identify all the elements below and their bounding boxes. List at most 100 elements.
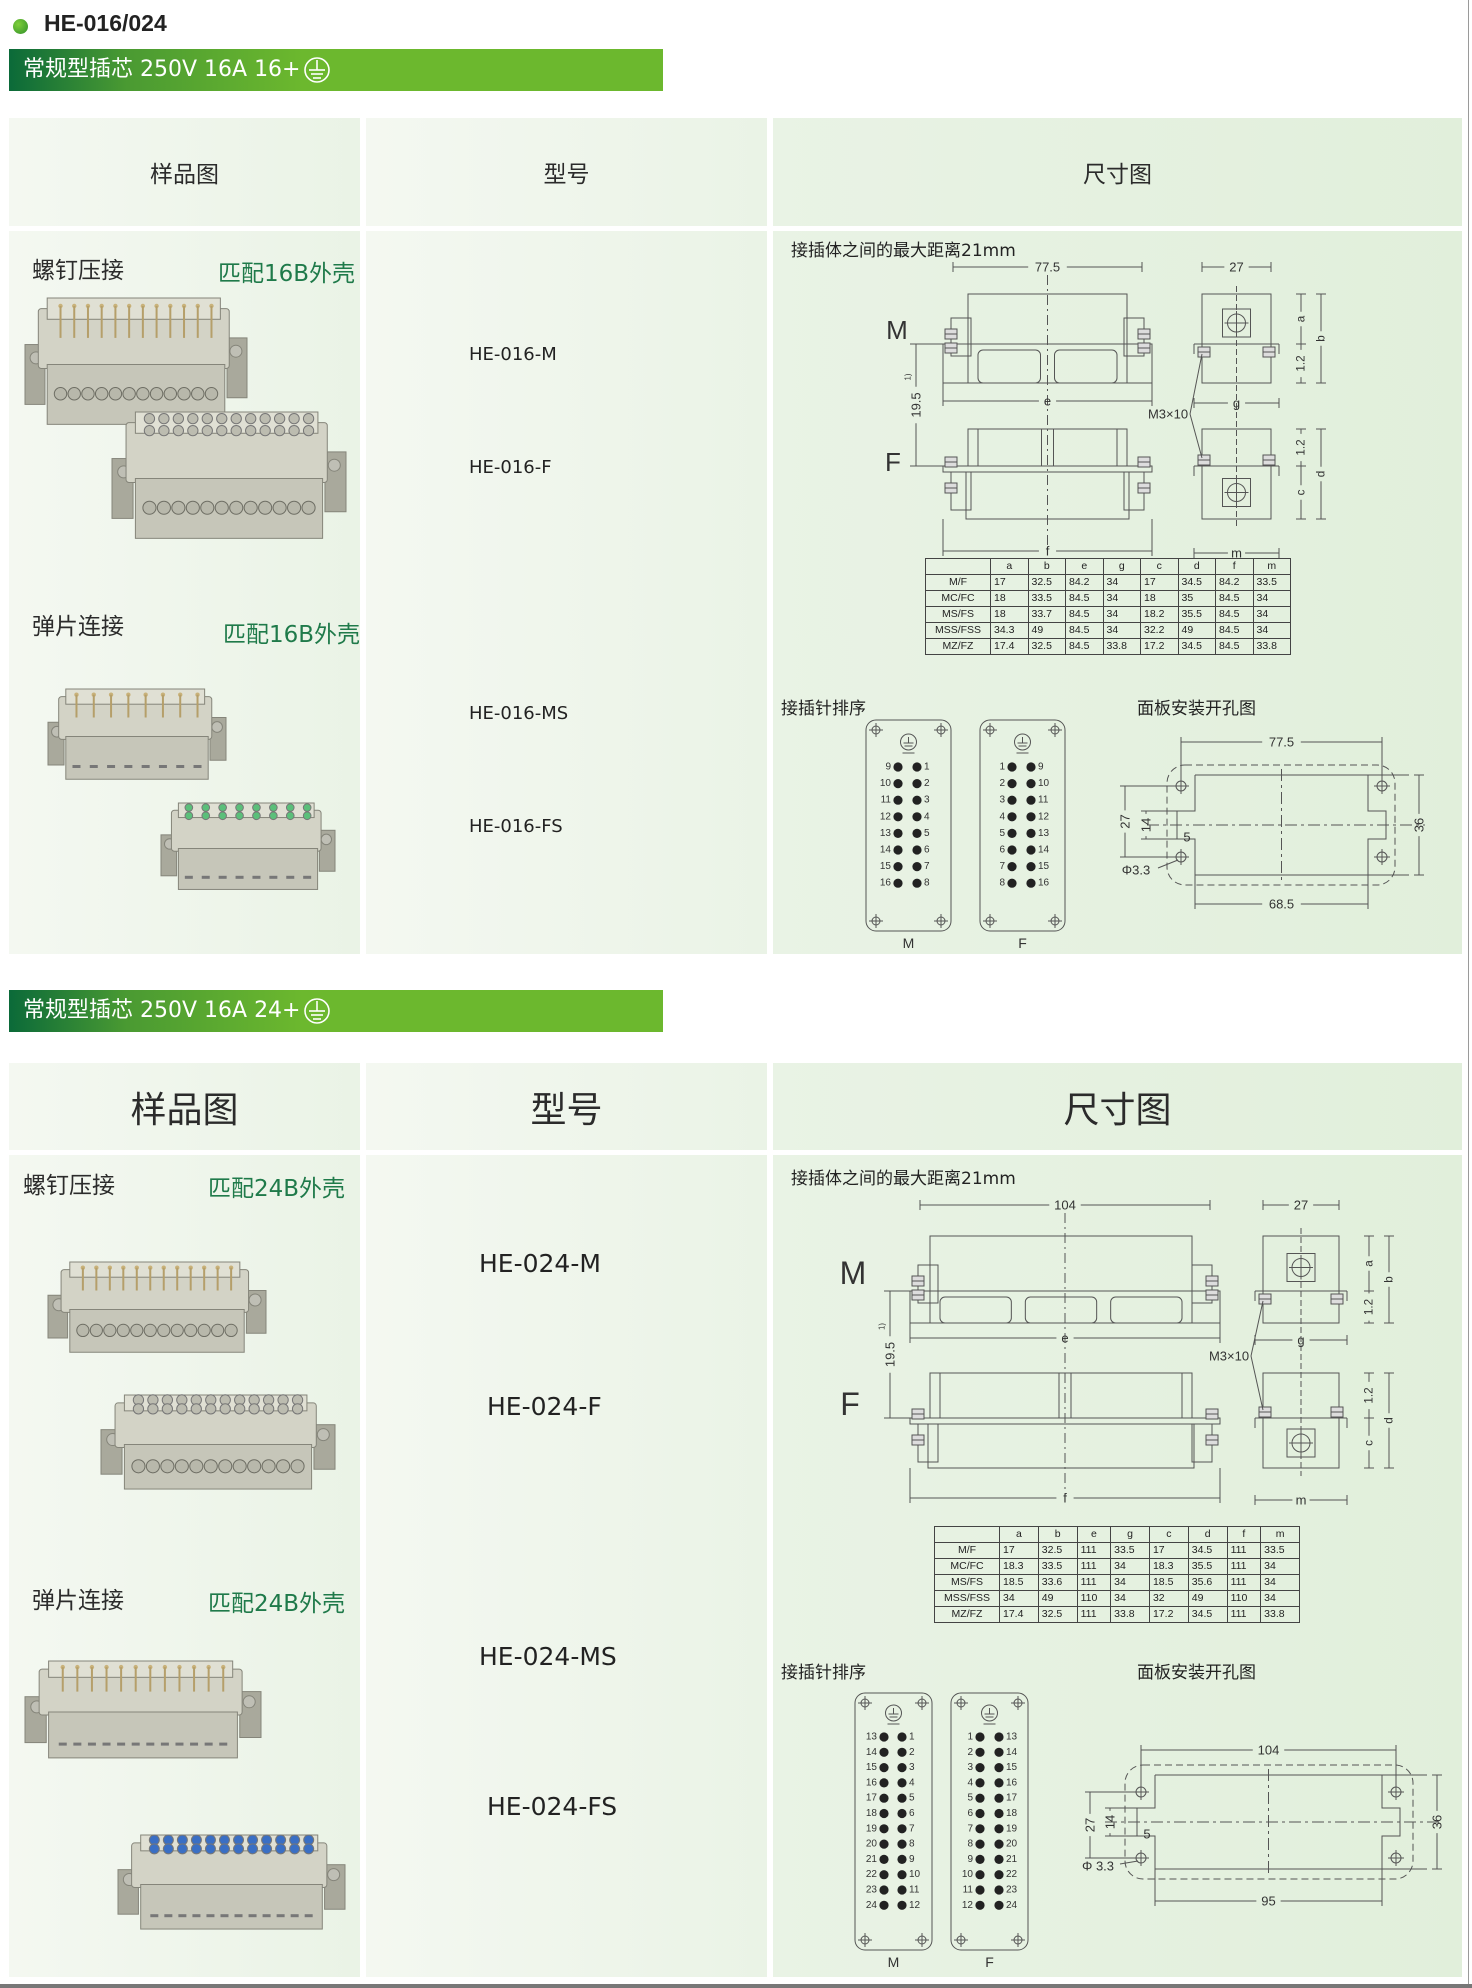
table-cell: 17 <box>1148 1542 1189 1559</box>
spring-housing-match: 匹配16B外壳 <box>223 622 361 648</box>
table-cell: 17.4 <box>990 638 1029 655</box>
table-cell: 111 <box>1226 1574 1262 1591</box>
header-model: 型号 <box>366 1063 767 1150</box>
table-cell: m <box>1252 558 1291 575</box>
table-cell: 49 <box>1037 1590 1078 1607</box>
section-banner-24: 常规型插芯 250V 16A 24+ <box>9 990 663 1032</box>
header-label: 尺寸图 <box>1063 1089 1172 1131</box>
model-he-024-m: HE-024-M <box>479 1249 601 1278</box>
table-cell: 84.5 <box>1065 638 1104 655</box>
table-cell: 32 <box>1148 1590 1189 1607</box>
table-cell: f <box>1226 1526 1262 1543</box>
table-cell: 35.6 <box>1187 1574 1228 1591</box>
table-cell: 111 <box>1226 1542 1262 1559</box>
pin-layout-title: 接插针排序 <box>781 1663 866 1683</box>
table-cell: 34.5 <box>1177 574 1216 591</box>
table-cell: 84.5 <box>1065 606 1104 623</box>
header-dimension: 尺寸图 <box>773 1063 1462 1150</box>
table-cell: 18.5 <box>1148 1574 1189 1591</box>
table-cell: e <box>1065 558 1104 575</box>
header-label: 样品图 <box>130 1089 239 1131</box>
model-he-024-ms: HE-024-MS <box>479 1642 617 1671</box>
max-distance-note: 接插体之间的最大距离21mm <box>791 1169 1016 1189</box>
table-cell: e <box>1076 1526 1112 1543</box>
table-cell: c <box>1140 558 1179 575</box>
table-cell: 34 <box>1102 606 1141 623</box>
table-cell: 33.8 <box>1102 638 1141 655</box>
row-label: MS/FS <box>934 1574 1000 1591</box>
table-cell: 84.2 <box>1065 574 1104 591</box>
pin-layout-title: 接插针排序 <box>781 699 866 719</box>
table-cell: 35 <box>1177 590 1216 607</box>
model-cell <box>366 231 767 954</box>
table-cell: 34 <box>1102 590 1141 607</box>
table-cell: b <box>1027 558 1066 575</box>
row-label <box>925 558 991 575</box>
table-cell: 17 <box>1140 574 1179 591</box>
ground-circle-icon <box>303 998 330 1024</box>
table-cell: g <box>1102 558 1141 575</box>
header-dimension: 尺寸图 <box>773 118 1462 226</box>
page-edge-divider <box>1468 0 1469 1988</box>
table-cell: 33.5 <box>1110 1542 1150 1559</box>
table-cell: c <box>1148 1526 1189 1543</box>
ground-circle-icon <box>303 57 330 83</box>
table-cell: 111 <box>1076 1606 1112 1623</box>
table-cell: 17.4 <box>999 1606 1039 1623</box>
screw-housing-match: 匹配16B外壳 <box>218 261 356 287</box>
table-cell: 84.5 <box>1065 590 1104 607</box>
table-cell: 110 <box>1076 1590 1112 1607</box>
spring-connection-label: 弹片连接 <box>32 1588 124 1614</box>
header-label: 样品图 <box>150 162 219 188</box>
table-cell: 33.7 <box>1027 606 1066 623</box>
table-cell: d <box>1187 1526 1228 1543</box>
table-cell: 33.8 <box>1260 1606 1300 1623</box>
table-cell: 33.5 <box>1252 574 1291 591</box>
table-cell: 34 <box>1110 1590 1150 1607</box>
table-cell: 18.3 <box>999 1558 1039 1575</box>
table-cell: d <box>1177 558 1216 575</box>
table-cell: 34.3 <box>990 622 1029 639</box>
table-cell: 33.8 <box>1110 1606 1150 1623</box>
table-cell: 32.5 <box>1037 1542 1078 1559</box>
row-label: MZ/FZ <box>925 638 991 655</box>
table-cell: 18 <box>990 590 1029 607</box>
table-cell: 35.5 <box>1187 1558 1228 1575</box>
table-cell: 34 <box>1102 622 1141 639</box>
table-cell: 18.2 <box>1140 606 1179 623</box>
header-label: 型号 <box>543 162 590 188</box>
page-title: HE-016/024 <box>44 10 167 36</box>
row-label: MSS/FSS <box>934 1590 1000 1607</box>
table-cell: a <box>999 1526 1039 1543</box>
model-he-016-f: HE-016-F <box>469 457 552 478</box>
table-cell: 33.5 <box>1260 1542 1300 1559</box>
table-cell: 34 <box>1102 574 1141 591</box>
header-model: 型号 <box>366 118 767 226</box>
model-he-016-m: HE-016-M <box>469 344 557 365</box>
sample-image-cell <box>9 231 360 954</box>
header-label: 型号 <box>530 1089 603 1131</box>
model-he-024-f: HE-024-F <box>487 1392 602 1421</box>
table-cell: b <box>1037 1526 1078 1543</box>
panel-cutout-title: 面板安装开孔图 <box>1137 699 1256 719</box>
table-cell: 32.5 <box>1027 574 1066 591</box>
table-cell: 49 <box>1177 622 1216 639</box>
panel-cutout-title: 面板安装开孔图 <box>1137 1663 1256 1683</box>
section-banner-16: 常规型插芯 250V 16A 16+ <box>9 49 663 91</box>
table-cell: 32.2 <box>1140 622 1179 639</box>
table-cell: f <box>1215 558 1254 575</box>
table-cell: 111 <box>1226 1558 1262 1575</box>
header-sample-image: 样品图 <box>9 1063 360 1150</box>
row-label: MS/FS <box>925 606 991 623</box>
table-cell: 49 <box>1187 1590 1228 1607</box>
table-cell: 33.5 <box>1027 590 1066 607</box>
